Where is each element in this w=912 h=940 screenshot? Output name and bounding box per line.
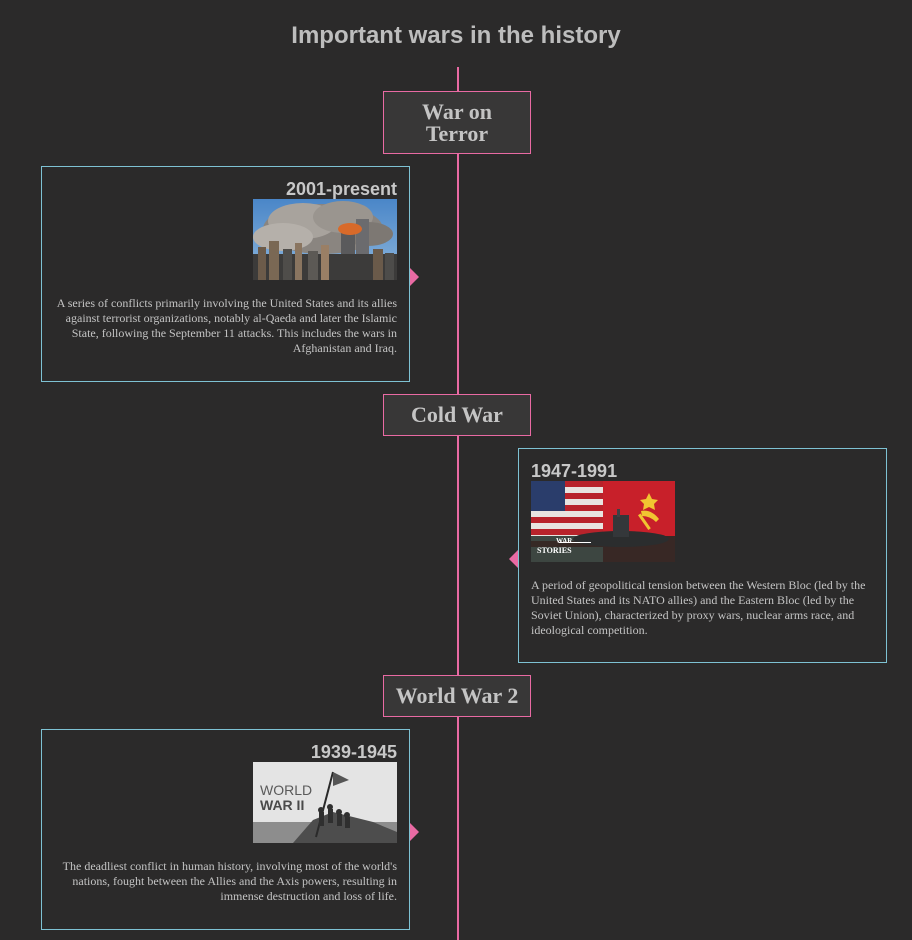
image-caption-line-2: WAR II bbox=[260, 797, 304, 813]
event-card-war-on-terror: 2001-present bbox=[41, 166, 410, 382]
timeline-line bbox=[457, 67, 459, 940]
era-heading-world-war-2: World War 2 bbox=[383, 675, 531, 717]
event-period: 2001-present bbox=[285, 179, 397, 199]
event-description: A series of conflicts primarily involvin… bbox=[56, 296, 397, 355]
image-caption-line-1: WORLD bbox=[260, 782, 312, 798]
page-title: Important wars in the history bbox=[291, 22, 621, 49]
event-description: A period of geopolitical tension between… bbox=[531, 578, 866, 637]
event-period: 1947-1991 bbox=[531, 461, 618, 481]
event-description: The deadliest conflict in human history,… bbox=[62, 859, 397, 903]
event-pointer-arrow bbox=[410, 268, 419, 286]
image-caption-line-1: WAR bbox=[556, 537, 573, 545]
era-heading-line-1: War on bbox=[422, 98, 492, 124]
event-card-world-war-2: 1939-1945 WORLD WAR II The deadliest con… bbox=[41, 729, 410, 930]
flags-submarine-photo-icon: WAR STORIES bbox=[531, 481, 675, 562]
event-pointer-arrow bbox=[509, 550, 518, 568]
era-heading-text: Cold War bbox=[411, 402, 503, 427]
era-heading-cold-war: Cold War bbox=[383, 394, 531, 436]
era-heading-war-on-terror: War on Terror bbox=[383, 91, 531, 154]
era-heading-text: World War 2 bbox=[395, 683, 519, 708]
event-pointer-arrow bbox=[410, 823, 419, 841]
wtc-smoke-photo-icon bbox=[253, 199, 397, 280]
image-caption-line-2: STORIES bbox=[537, 546, 572, 555]
era-heading-line-2: Terror bbox=[425, 120, 489, 146]
iwo-jima-photo-icon: WORLD WAR II bbox=[253, 762, 397, 843]
event-card-cold-war: 1947-1991 WAR bbox=[518, 448, 887, 663]
event-period: 1939-1945 bbox=[310, 742, 397, 762]
